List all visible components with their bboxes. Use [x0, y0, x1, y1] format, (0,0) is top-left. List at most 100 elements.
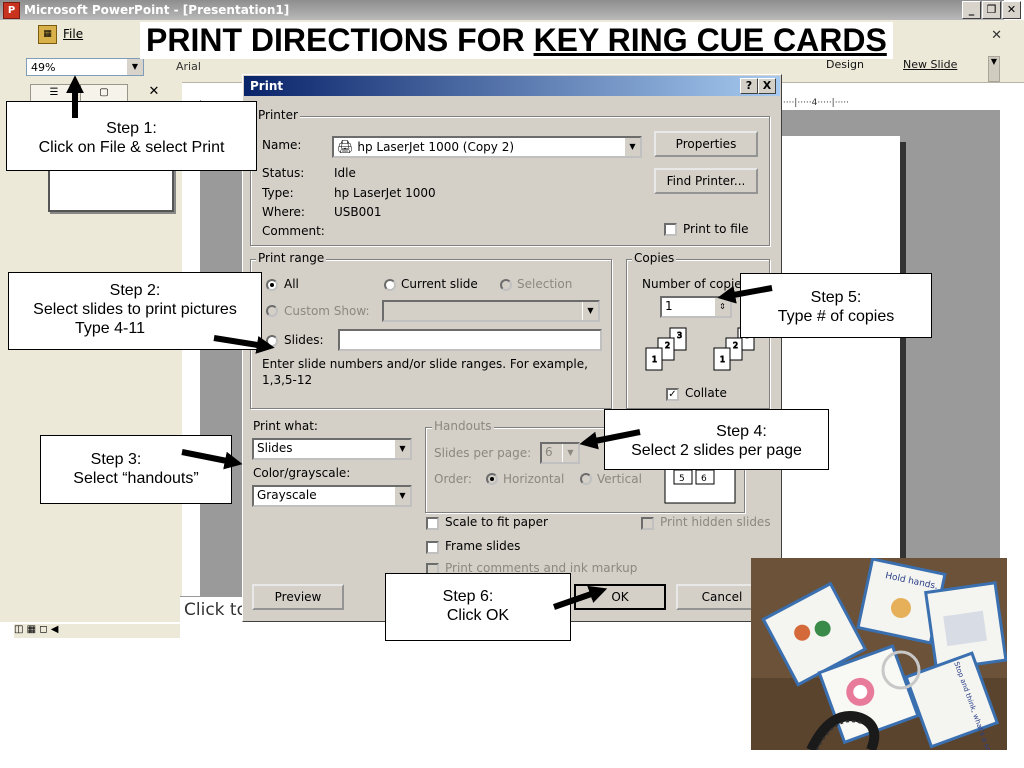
callout-step-1-line-1: Step 1:	[106, 120, 157, 137]
color-grayscale-label: Color/grayscale:	[253, 466, 351, 480]
powerpoint-app-icon: P	[3, 2, 20, 19]
current-slide-label: Current slide	[401, 277, 478, 291]
chevron-down-icon[interactable]: ▼	[127, 59, 143, 75]
callout-step-2-line-1: Step 2:	[109, 282, 161, 299]
font-name-box[interactable]: Arial	[176, 60, 201, 73]
callout-step-4-line-1: Step 4:	[716, 423, 767, 440]
scale-to-fit-label: Scale to fit paper	[445, 515, 548, 529]
chevron-down-icon[interactable]: ▼	[394, 440, 410, 458]
callout-step-2-line-3: Type 4-11	[75, 320, 145, 337]
printer-name-select[interactable]: 🖨 hp LaserJet 1000 (Copy 2) ▼	[332, 136, 642, 158]
callout-step-3: Step 3: Select “handouts”	[40, 435, 232, 504]
horizontal-radio[interactable]	[486, 473, 498, 485]
minimize-icon[interactable]: _	[962, 1, 981, 19]
comment-label: Comment:	[262, 224, 325, 238]
callout-step-5-line-1: Step 5:	[810, 289, 862, 306]
callout-step-4-line-2: Select 2 slides per page	[631, 442, 802, 459]
title-part-1: PRINT DIRECTIONS FOR	[146, 22, 534, 58]
frame-slides-checkbox[interactable]	[426, 541, 439, 554]
printer-icon: 🖨	[337, 140, 354, 155]
selection-label: Selection	[517, 277, 573, 291]
arrow-step-4-icon	[579, 429, 641, 450]
custom-show-radio[interactable]	[266, 305, 278, 317]
document-close-icon[interactable]: ✕	[991, 28, 1002, 43]
status-value: Idle	[334, 166, 356, 180]
close-icon[interactable]: ✕	[1002, 1, 1021, 19]
print-comments-label: Print comments and ink markup	[445, 561, 638, 575]
callout-step-4: Step 4: Select 2 slides per page	[604, 409, 829, 470]
view-buttons: ◫ ▦ ◻ ◀	[14, 624, 180, 638]
callout-step-2: Step 2: Select slides to print pictures …	[8, 272, 262, 350]
collate-checkbox[interactable]: ✓	[666, 388, 679, 401]
callout-step-6-line-2: Click OK	[446, 607, 510, 624]
slides-per-page-select[interactable]: 6 ▼	[540, 442, 580, 464]
chevron-down-icon[interactable]: ▼	[582, 302, 598, 320]
status-label: Status:	[262, 166, 305, 180]
printer-name-value: hp LaserJet 1000 (Copy 2)	[357, 140, 515, 154]
print-hidden-checkbox[interactable]	[641, 517, 654, 530]
svg-text:6: 6	[701, 474, 707, 484]
horizontal-ruler: ·····|·····4·····|·····	[780, 98, 990, 110]
title-part-2: KEY RING CUE CARDS	[533, 22, 887, 58]
type-value: hp LaserJet 1000	[334, 186, 436, 200]
notes-placeholder: Click to	[184, 600, 247, 620]
design-button[interactable]: Design	[826, 58, 864, 71]
zoom-select[interactable]: 49% ▼	[26, 58, 144, 76]
chevron-down-icon[interactable]: ▼	[624, 138, 640, 156]
find-printer-button[interactable]: Find Printer...	[654, 168, 758, 194]
handout-layout-icon: 5 6	[664, 464, 736, 504]
help-icon[interactable]: ?	[740, 78, 758, 94]
horizontal-label: Horizontal	[503, 472, 565, 486]
file-menu[interactable]: File	[63, 27, 84, 41]
frame-slides-label: Frame slides	[445, 539, 521, 553]
toolbar-overflow-icon[interactable]: ▼	[988, 56, 1000, 82]
slides-per-page-value: 6	[545, 445, 553, 459]
arrow-step-3-icon	[181, 449, 243, 470]
where-label: Where:	[262, 205, 305, 219]
powerpoint-title-bar: Microsoft PowerPoint - [Presentation1]	[0, 0, 1004, 20]
page-title: PRINT DIRECTIONS FOR KEY RING CUE CARDS	[140, 22, 893, 59]
print-to-file-label: Print to file	[683, 222, 749, 236]
order-label: Order:	[434, 472, 472, 486]
preview-button[interactable]: Preview	[252, 584, 344, 610]
callout-step-6: Step 6: Click OK	[385, 573, 571, 641]
notes-pane[interactable]	[180, 596, 244, 627]
pane-close-icon[interactable]: ✕	[148, 84, 160, 99]
color-grayscale-select[interactable]: Grayscale ▼	[252, 485, 412, 507]
chevron-down-icon[interactable]: ▼	[562, 444, 578, 462]
range-help-text-2: 1,3,5-12	[262, 373, 313, 387]
callout-step-1: Step 1: Click on File & select Print	[6, 101, 257, 171]
color-grayscale-value: Grayscale	[257, 488, 317, 502]
svg-text:2: 2	[665, 341, 670, 350]
svg-text:2: 2	[733, 341, 738, 350]
dialog-close-icon[interactable]: X	[758, 78, 776, 94]
restore-icon[interactable]: ❐	[982, 1, 1001, 19]
print-to-file-checkbox[interactable]	[664, 223, 677, 236]
dialog-title-bar: Print ? X	[244, 76, 780, 96]
vertical-radio[interactable]	[580, 473, 592, 485]
dialog-title: Print	[250, 79, 284, 93]
slides-input[interactable]	[338, 329, 602, 351]
print-range-label: Print range	[256, 251, 327, 265]
zoom-value: 49%	[31, 61, 56, 74]
properties-button[interactable]: Properties	[654, 131, 758, 157]
scale-to-fit-checkbox[interactable]	[426, 517, 439, 530]
custom-show-label: Custom Show:	[284, 304, 370, 318]
current-slide-radio[interactable]	[384, 279, 396, 291]
key-ring-cards-photo: Hold hands. Stop and think, what's a sol…	[751, 558, 1007, 750]
handouts-group	[425, 427, 745, 513]
print-hidden-label: Print hidden slides	[660, 515, 771, 529]
custom-show-select[interactable]: ▼	[382, 300, 600, 322]
where-value: USB001	[334, 205, 382, 219]
slides-per-page-label: Slides per page:	[434, 446, 532, 460]
selection-radio[interactable]	[500, 279, 512, 291]
print-what-select[interactable]: Slides ▼	[252, 438, 412, 460]
all-radio[interactable]	[266, 279, 278, 291]
window-title: Microsoft PowerPoint - [Presentation1]	[24, 3, 290, 17]
callout-step-5: Step 5: Type # of copies	[740, 273, 932, 338]
new-slide-button[interactable]: New Slide	[903, 58, 958, 71]
arrow-step-2-icon	[213, 335, 275, 354]
chevron-down-icon[interactable]: ▼	[394, 487, 410, 505]
slide-page[interactable]	[780, 136, 900, 604]
